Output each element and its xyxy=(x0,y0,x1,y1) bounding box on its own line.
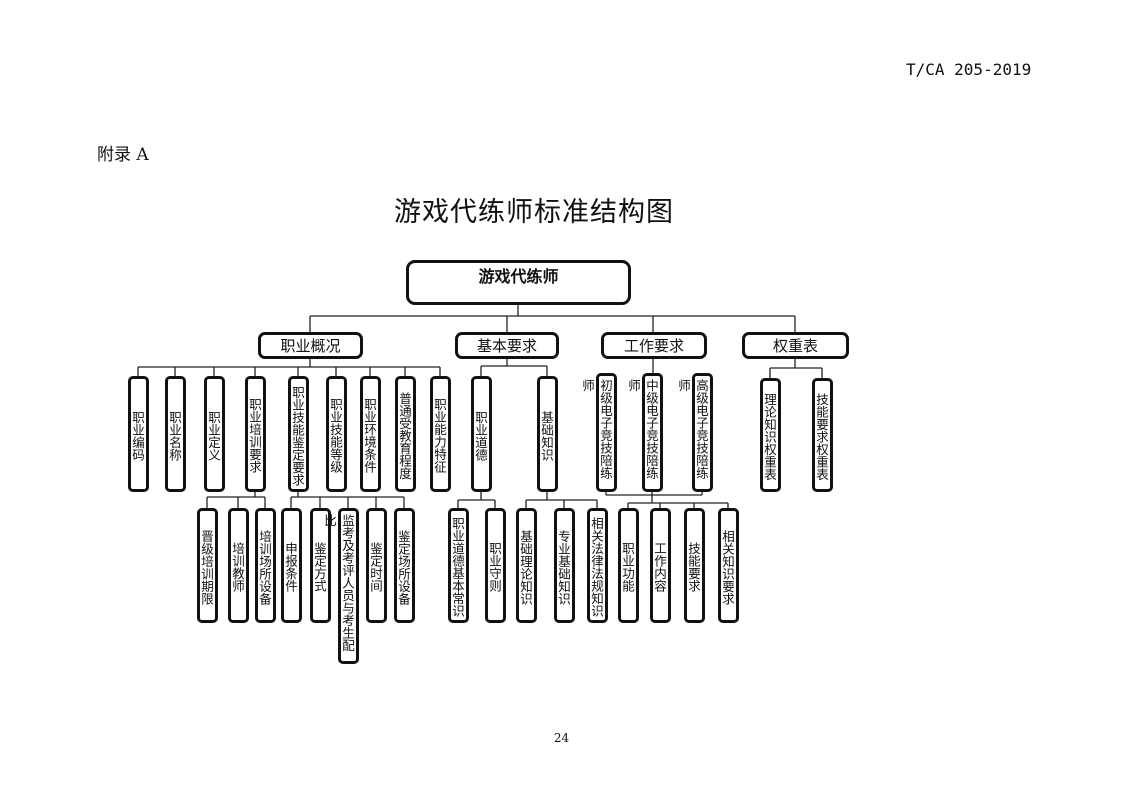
item-node: 职业能力特征 xyxy=(430,376,451,492)
node-label: 鉴定场所设备 xyxy=(396,529,411,605)
node-label: 高级电子竞技陪练师 xyxy=(676,379,709,479)
item-node: 职业技能鉴定要求 xyxy=(288,376,309,492)
node-label: 相关知识要求 xyxy=(720,529,735,605)
item-node: 初级电子竞技陪练师 xyxy=(580,373,617,492)
item-node: 培训教师 xyxy=(228,508,249,623)
node-label: 职业培训要求 xyxy=(247,398,262,473)
item-node: 晋级培训期限 xyxy=(197,508,218,623)
node-label: 普通受教育程度 xyxy=(397,391,412,480)
item-node: 理论知识权重表 xyxy=(760,378,781,492)
node-label: 工作内容 xyxy=(652,542,667,592)
node-label: 培训场所设备 xyxy=(257,529,272,605)
item-node: 职业功能 xyxy=(618,508,639,623)
node-label: 技能要求权重表 xyxy=(814,392,829,481)
item-node: 职业道德基本常识 xyxy=(448,508,469,623)
node-label: 职业名称 xyxy=(167,410,182,461)
node-label: 基本要求 xyxy=(476,337,537,355)
node-label: 申报条件 xyxy=(283,542,298,592)
node-label: 职业环境条件 xyxy=(362,398,377,473)
category-node: 基本要求 xyxy=(455,332,559,359)
node-label: 监考及考评人员与考生配比 xyxy=(322,514,355,652)
item-node: 培训场所设备 xyxy=(255,508,276,623)
node-label: 培训教师 xyxy=(230,542,245,592)
node-label: 职业功能 xyxy=(620,542,635,592)
node-label: 理论知识权重表 xyxy=(762,392,777,481)
category-node: 工作要求 xyxy=(601,332,707,359)
node-label: 职业编码 xyxy=(130,410,145,461)
item-node: 职业定义 xyxy=(204,376,225,492)
standard-number: T/CA 205-2019 xyxy=(906,60,1032,79)
item-node: 高级电子竞技陪练师 xyxy=(676,373,713,492)
item-node: 普通受教育程度 xyxy=(395,376,416,492)
item-node: 监考及考评人员与考生配比 xyxy=(322,508,359,664)
node-label: 职业能力特征 xyxy=(432,398,447,473)
node-label: 工作要求 xyxy=(623,337,684,355)
item-node: 申报条件 xyxy=(281,508,302,623)
root-node: 游戏代练师 xyxy=(406,260,631,305)
appendix-label: 附录 A xyxy=(97,145,149,165)
node-label: 职业道德 xyxy=(473,410,488,461)
node-label: 相关法律法规知识 xyxy=(589,517,604,617)
page-number: 24 xyxy=(553,731,570,745)
node-label: 晋级培训期限 xyxy=(199,529,214,605)
node-label: 游戏代练师 xyxy=(478,267,559,286)
item-node: 鉴定场所设备 xyxy=(394,508,415,623)
item-node: 基础知识 xyxy=(537,376,558,492)
item-node: 职业培训要求 xyxy=(245,376,266,492)
item-node: 鉴定方式 xyxy=(310,508,331,623)
item-node: 中级电子竞技陪练师 xyxy=(626,373,663,492)
node-label: 中级电子竞技陪练师 xyxy=(626,379,659,479)
item-node: 职业守则 xyxy=(485,508,506,623)
node-label: 鉴定时间 xyxy=(368,542,383,592)
item-node: 职业环境条件 xyxy=(360,376,381,492)
item-node: 基础理论知识 xyxy=(516,508,537,623)
node-label: 鉴定方式 xyxy=(312,542,327,592)
item-node: 职业技能等级 xyxy=(326,376,347,492)
node-label: 专业基础知识 xyxy=(556,529,571,605)
node-label: 权重表 xyxy=(772,337,818,355)
node-label: 基础理论知识 xyxy=(518,529,533,605)
diagram-title: 游戏代练师标准结构图 xyxy=(394,197,674,228)
item-node: 技能要求权重表 xyxy=(812,378,833,492)
item-node: 鉴定时间 xyxy=(366,508,387,623)
item-node: 专业基础知识 xyxy=(554,508,575,623)
node-label: 初级电子竞技陪练师 xyxy=(580,379,613,479)
node-label: 职业技能鉴定要求 xyxy=(290,385,305,486)
item-node: 职业道德 xyxy=(471,376,492,492)
category-node: 职业概况 xyxy=(258,332,363,359)
node-label: 技能要求 xyxy=(686,542,701,592)
node-label: 职业技能等级 xyxy=(328,398,343,473)
category-node: 权重表 xyxy=(742,332,849,359)
item-node: 职业编码 xyxy=(128,376,149,492)
node-label: 职业道德基本常识 xyxy=(450,517,465,617)
node-label: 职业守则 xyxy=(487,542,502,592)
node-label: 职业定义 xyxy=(206,410,221,461)
item-node: 工作内容 xyxy=(650,508,671,623)
item-node: 相关法律法规知识 xyxy=(587,508,608,623)
item-node: 技能要求 xyxy=(684,508,705,623)
node-label: 职业概况 xyxy=(280,337,341,355)
item-node: 职业名称 xyxy=(165,376,186,492)
item-node: 相关知识要求 xyxy=(718,508,739,623)
node-label: 基础知识 xyxy=(539,410,554,461)
